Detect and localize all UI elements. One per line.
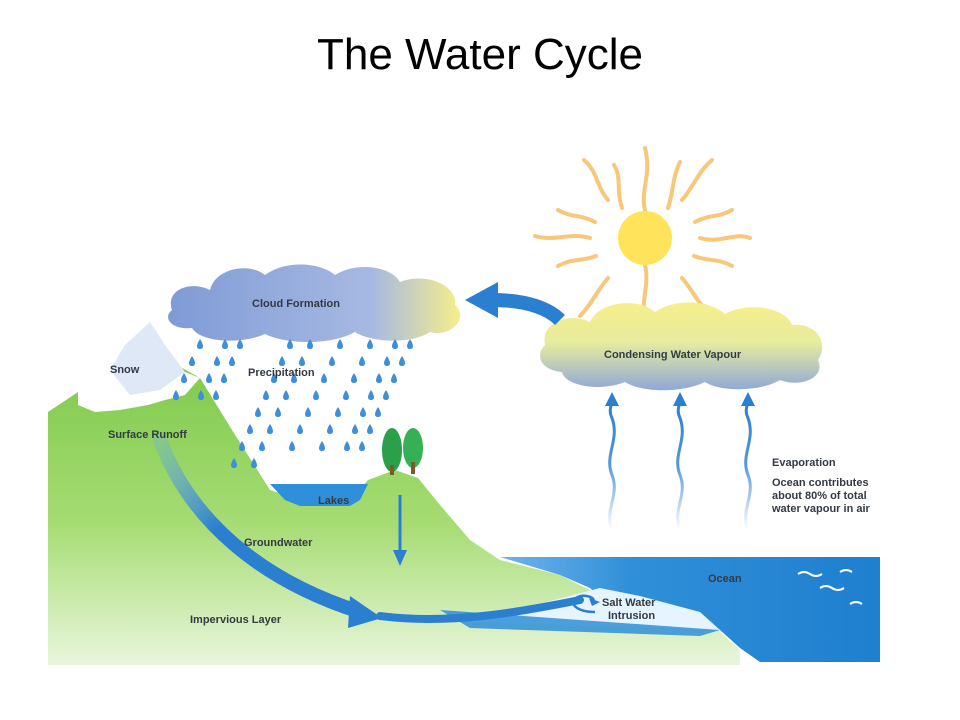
rain-drop xyxy=(206,373,212,383)
rain-drop xyxy=(222,339,228,349)
rain-drop xyxy=(181,373,187,383)
rain-drop xyxy=(391,373,397,383)
rain-drop xyxy=(198,390,204,400)
rain-drop xyxy=(384,356,390,366)
rain-drop xyxy=(237,339,243,349)
rain-drop xyxy=(313,390,319,400)
salt-intrusion-arrow xyxy=(571,594,596,614)
rain-drop xyxy=(197,339,203,349)
rain-drop xyxy=(271,373,277,383)
rain-drop xyxy=(259,441,265,451)
snow-label: Snow xyxy=(110,364,140,376)
rain-drop xyxy=(376,373,382,383)
rain-drop xyxy=(289,441,295,451)
cloud-formation-cloud xyxy=(168,264,461,342)
rain-drop xyxy=(213,390,219,400)
rain-drop xyxy=(367,339,373,349)
ocean-waves xyxy=(797,569,863,605)
condensing-vapour-cloud xyxy=(540,302,823,391)
evaporation-arrows xyxy=(608,401,752,531)
rain-drop xyxy=(221,373,227,383)
rain-drop xyxy=(214,356,220,366)
page-title: The Water Cycle xyxy=(316,30,643,79)
rain-drop xyxy=(329,356,335,366)
rain-drop xyxy=(359,356,365,366)
rain-drop xyxy=(239,441,245,451)
precipitation-drops xyxy=(173,339,413,468)
rain-drop xyxy=(229,356,235,366)
condensing-water-vapour-label: Condensing Water Vapour xyxy=(604,349,742,361)
rain-drop xyxy=(283,390,289,400)
rain-drop xyxy=(319,441,325,451)
impervious-layer-label: Impervious Layer xyxy=(190,614,282,626)
rain-drop xyxy=(173,390,179,400)
rain-drop xyxy=(231,458,237,468)
snow-shading xyxy=(110,322,185,395)
rain-drop xyxy=(275,407,281,417)
ocean-note-line3: water vapour in air xyxy=(771,503,871,515)
infiltration-arrowhead xyxy=(393,550,407,566)
cloud-formation-label: Cloud Formation xyxy=(252,298,340,310)
groundwater-to-ocean xyxy=(376,596,584,623)
evaporation-label: Evaporation xyxy=(772,457,836,469)
rain-drop xyxy=(307,339,313,349)
rain-drop xyxy=(360,407,366,417)
lakes-label: Lakes xyxy=(318,495,349,507)
ocean-note-line1: Ocean contributes xyxy=(772,477,869,489)
rain-drop xyxy=(368,390,374,400)
rain-drop xyxy=(305,407,311,417)
rain-drop xyxy=(367,424,373,434)
groundwater-label: Groundwater xyxy=(244,537,313,549)
rain-drop xyxy=(321,373,327,383)
rain-drop xyxy=(267,424,273,434)
rain-drop xyxy=(327,424,333,434)
rain-drop xyxy=(383,390,389,400)
groundwater-flow xyxy=(153,433,367,619)
salt-water-label-line2: Intrusion xyxy=(608,610,655,622)
ocean-label: Ocean xyxy=(708,573,742,585)
rain-drop xyxy=(291,373,297,383)
rain-drop xyxy=(255,407,261,417)
precipitation-label: Precipitation xyxy=(248,367,315,379)
rain-drop xyxy=(299,356,305,366)
rain-drop xyxy=(251,458,257,468)
rain-drop xyxy=(392,339,398,349)
lake xyxy=(270,484,368,506)
rain-drop xyxy=(337,339,343,349)
rain-drop xyxy=(375,407,381,417)
ocean-note-line2: about 80% of total xyxy=(772,490,867,502)
rain-drop xyxy=(189,356,195,366)
rain-drop xyxy=(335,407,341,417)
sun xyxy=(533,146,752,327)
rain-drop xyxy=(297,424,303,434)
evaporation-arrowheads xyxy=(605,392,755,406)
rain-drop xyxy=(351,373,357,383)
rain-drop xyxy=(263,390,269,400)
rain-drop xyxy=(399,356,405,366)
salt-water-label-line1: Salt Water xyxy=(602,597,656,609)
rain-drop xyxy=(279,356,285,366)
rain-drop xyxy=(344,441,350,451)
transport-arrowhead xyxy=(465,282,498,318)
rain-drop xyxy=(247,424,253,434)
surface-runoff-label: Surface Runoff xyxy=(108,429,187,441)
rain-drop xyxy=(407,339,413,349)
salt-intrusion-arrowhead xyxy=(589,598,600,606)
groundwater-arrowhead xyxy=(348,596,382,628)
transport-arrow xyxy=(491,293,565,326)
rain-drop xyxy=(359,441,365,451)
rain-drop xyxy=(287,339,293,349)
land-mass xyxy=(48,350,740,665)
rain-drop xyxy=(352,424,358,434)
trees xyxy=(382,428,423,475)
rain-drop xyxy=(343,390,349,400)
